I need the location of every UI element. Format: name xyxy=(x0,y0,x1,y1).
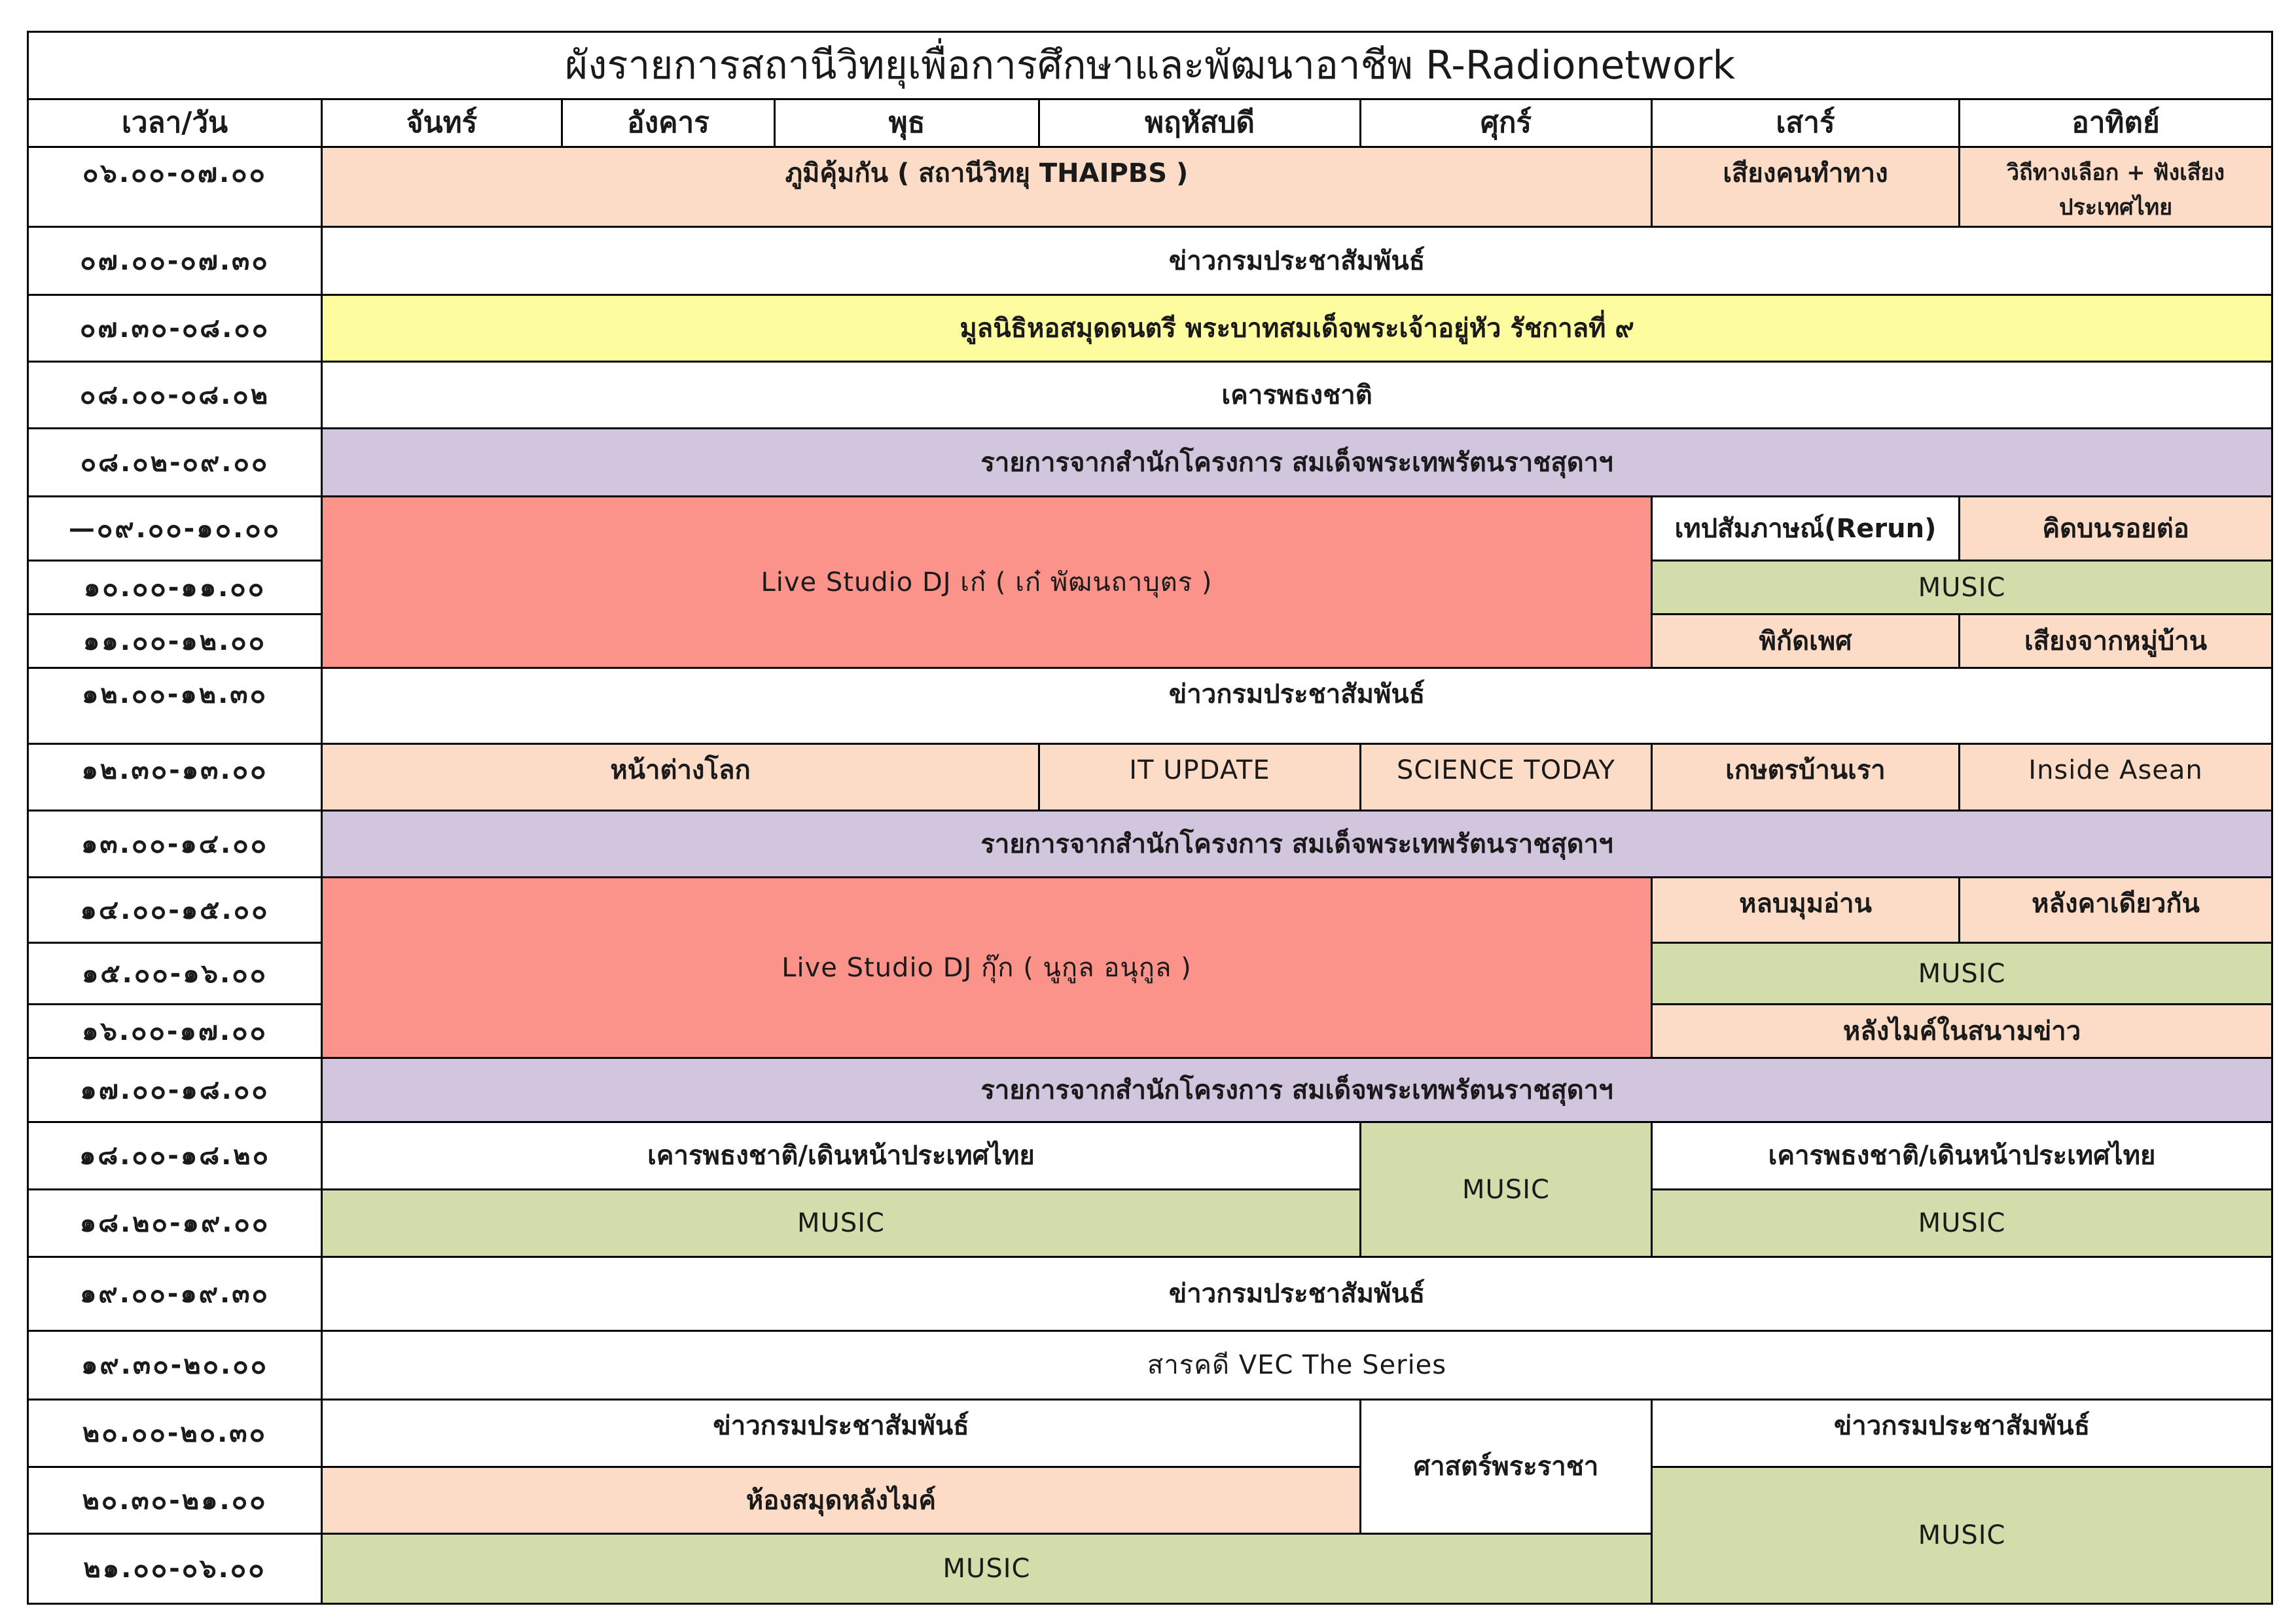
time-slot: ๑๖.๐๐-๑๗.๐๐ xyxy=(27,1003,323,1059)
program-cell: เคารพธงชาติ/เดินหน้าประเทศไทย xyxy=(321,1121,1361,1190)
program-cell: เคารพธงชาติ/เดินหน้าประเทศไทย xyxy=(1650,1121,2274,1190)
program-cell: ศาสตร์พระราชา xyxy=(1359,1399,1653,1535)
program-cell: รายการจากสำนักโครงการ สมเด็จพระเทพรัตนรา… xyxy=(320,427,2274,497)
schedule-row: ๑๘.๒๐-๑๙.๐๐ MUSIC MUSIC xyxy=(27,1188,2274,1258)
program-cell: มูลนิธิหอสมุดดนตรี พระบาทสมเด็จพระเจ้าอย… xyxy=(320,294,2274,363)
program-cell: ข่าวกรมประชาสัมพันธ์ xyxy=(1650,1399,2274,1468)
program-cell: หลบมุมอ่าน xyxy=(1651,876,1960,944)
page-title: ผังรายการสถานีวิทยุเพื่อการศึกษาและพัฒนา… xyxy=(26,31,2274,100)
program-cell: MUSIC xyxy=(1650,942,2274,1005)
program-cell: MUSIC xyxy=(1650,1188,2274,1258)
time-slot: ๑๔.๐๐-๑๕.๐๐ xyxy=(27,876,323,944)
header-thursday: พฤหัสบดี xyxy=(1038,98,1361,148)
time-slot: ๒๐.๐๐-๒๐.๓๐ xyxy=(27,1399,323,1468)
schedule-row: ๑๐.๐๐-๑๑.๐๐ MUSIC xyxy=(27,560,2274,615)
time-slot: ๑๑.๐๐-๑๒.๐๐ xyxy=(27,613,323,669)
time-slot: —๐๙.๐๐-๑๐.๐๐ xyxy=(27,495,323,562)
program-cell: MUSIC xyxy=(1650,560,2274,615)
time-slot: ๑๒.๐๐-๑๒.๓๐ xyxy=(27,667,323,745)
header-wednesday: พุธ xyxy=(774,98,1040,148)
schedule-row: ๑๔.๐๐-๑๕.๐๐ Live Studio DJ กุ๊ก ( นูกูล … xyxy=(27,876,2274,1059)
program-cell: รายการจากสำนักโครงการ สมเด็จพระเทพรัตนรา… xyxy=(320,1057,2274,1123)
time-slot: ๐๘.๐๐-๐๘.๐๒ xyxy=(27,361,323,429)
schedule-row: ๑๓.๐๐-๑๔.๐๐ รายการจากสำนักโครงการ สมเด็จ… xyxy=(27,810,2274,878)
time-slot: ๑๘.๐๐-๑๘.๒๐ xyxy=(27,1121,323,1190)
time-slot: ๑๙.๓๐-๒๐.๐๐ xyxy=(27,1330,323,1400)
program-cell: MUSIC xyxy=(1650,1466,2274,1605)
live-program-cell: Live Studio DJ กุ๊ก ( นูกูล อนุกูล ) xyxy=(321,876,1653,1059)
header-sunday: อาทิตย์ xyxy=(1958,98,2274,148)
program-cell: SCIENCE TODAY xyxy=(1359,743,1653,812)
schedule-row: ๒๐.๐๐-๒๐.๓๐ ข่าวกรมประชาสัมพันธ์ ศาสตร์พ… xyxy=(27,1399,2274,1535)
schedule-row: ๐๗.๐๐-๐๗.๓๐ ข่าวกรมประชาสัมพันธ์ xyxy=(27,226,2274,296)
program-cell: ภูมิคุ้มกัน ( สถานีวิทยุ THAIPBS ) xyxy=(321,146,1653,228)
title-row: ผังรายการสถานีวิทยุเพื่อการศึกษาและพัฒนา… xyxy=(26,31,2274,100)
program-cell: Inside Asean xyxy=(1958,743,2274,812)
time-slot: ๑๒.๓๐-๑๓.๐๐ xyxy=(27,743,323,812)
schedule-row: ๐๘.๐๒-๐๙.๐๐ รายการจากสำนักโครงการ สมเด็จ… xyxy=(27,427,2274,497)
program-cell: หน้าต่างโลก xyxy=(321,743,1040,812)
program-cell: หลังคาเดียวกัน xyxy=(1958,876,2274,944)
program-cell: IT UPDATE xyxy=(1038,743,1361,812)
time-slot: ๐๘.๐๒-๐๙.๐๐ xyxy=(27,427,323,497)
schedule-row: ๑๘.๐๐-๑๘.๒๐ เคารพธงชาติ/เดินหน้าประเทศไท… xyxy=(27,1121,2274,1258)
program-cell: ข่าวกรมประชาสัมพันธ์ xyxy=(320,667,2274,745)
time-slot: ๐๗.๓๐-๐๘.๐๐ xyxy=(27,294,323,363)
program-cell: หลังไมค์ในสนามข่าว xyxy=(1650,1003,2274,1059)
program-cell: วิถีทางเลือก + ฟังเสียงประเทศไทย xyxy=(1958,146,2274,228)
time-slot: ๐๖.๐๐-๐๗.๐๐ xyxy=(27,146,323,228)
program-cell: เทปสัมภาษณ์(Rerun) xyxy=(1651,495,1960,562)
header-monday: จันทร์ xyxy=(321,98,563,148)
time-slot: ๑๓.๐๐-๑๔.๐๐ xyxy=(27,810,323,878)
time-slot: ๑๙.๐๐-๑๙.๓๐ xyxy=(27,1256,323,1332)
schedule-row: —๐๙.๐๐-๑๐.๐๐ Live Studio DJ เก๋ ( เก๋ พั… xyxy=(27,495,2274,669)
schedule-row: ๑๒.๓๐-๑๓.๐๐ หน้าต่างโลก IT UPDATE SCIENC… xyxy=(27,743,2274,812)
time-slot: ๑๗.๐๐-๑๘.๐๐ xyxy=(27,1057,323,1123)
schedule-row: ๒๑.๐๐-๐๖.๐๐ MUSIC xyxy=(27,1533,2272,1605)
time-slot: ๑๕.๐๐-๑๖.๐๐ xyxy=(27,942,323,1005)
live-program-cell: Live Studio DJ เก๋ ( เก๋ พัฒนถาบุตร ) xyxy=(321,495,1653,669)
schedule-row: ๒๐.๓๐-๒๑.๐๐ ห้องสมุดหลังไมค์ MUSIC xyxy=(27,1466,2274,1605)
program-cell: รายการจากสำนักโครงการ สมเด็จพระเทพรัตนรา… xyxy=(320,810,2274,878)
program-cell: เสียงจากหมู่บ้าน xyxy=(1958,613,2274,669)
time-slot: ๑๘.๒๐-๑๙.๐๐ xyxy=(27,1188,323,1258)
program-cell: ข่าวกรมประชาสัมพันธ์ xyxy=(320,1256,2274,1332)
time-slot: ๐๗.๐๐-๐๗.๓๐ xyxy=(27,226,323,296)
program-cell: เกษตรบ้านเรา xyxy=(1651,743,1960,812)
schedule-row: ๐๖.๐๐-๐๗.๐๐ ภูมิคุ้มกัน ( สถานีวิทยุ THA… xyxy=(27,146,2274,228)
time-slot: ๑๐.๐๐-๑๑.๐๐ xyxy=(27,560,323,615)
schedule-row: ๑๙.๓๐-๒๐.๐๐ สารคดี VEC The Series xyxy=(27,1330,2274,1400)
schedule-table: ผังรายการสถานีวิทยุเพื่อการศึกษาและพัฒนา… xyxy=(26,31,2274,1605)
header-friday: ศุกร์ xyxy=(1359,98,1653,148)
schedule-row: ๐๗.๓๐-๐๘.๐๐ มูลนิธิหอสมุดดนตรี พระบาทสมเ… xyxy=(27,294,2274,363)
header-row: เวลา/วัน จันทร์ อังคาร พุธ พฤหัสบดี ศุกร… xyxy=(27,98,2274,148)
schedule-row: ๑๑.๐๐-๑๒.๐๐ พิกัดเพศ เสียงจากหมู่บ้าน xyxy=(27,613,2274,669)
schedule-row: ๑๖.๐๐-๑๗.๐๐ หลังไมค์ในสนามข่าว xyxy=(27,1003,2274,1059)
header-saturday: เสาร์ xyxy=(1651,98,1960,148)
time-slot: ๒๐.๓๐-๒๑.๐๐ xyxy=(27,1466,323,1535)
schedule-row: ๑๒.๐๐-๑๒.๓๐ ข่าวกรมประชาสัมพันธ์ xyxy=(27,667,2274,745)
program-cell: MUSIC xyxy=(1359,1121,1653,1258)
header-tuesday: อังคาร xyxy=(561,98,776,148)
header-time: เวลา/วัน xyxy=(27,98,323,148)
schedule-row: ๑๙.๐๐-๑๙.๓๐ ข่าวกรมประชาสัมพันธ์ xyxy=(27,1256,2274,1332)
program-cell: MUSIC xyxy=(321,1533,1653,1605)
program-cell: คิดบนรอยต่อ xyxy=(1958,495,2274,562)
program-cell: MUSIC xyxy=(321,1188,1361,1258)
program-cell: ข่าวกรมประชาสัมพันธ์ xyxy=(321,1399,1361,1468)
schedule-row: ๐๘.๐๐-๐๘.๐๒ เคารพธงชาติ xyxy=(27,361,2274,429)
program-cell: ข่าวกรมประชาสัมพันธ์ xyxy=(320,226,2274,296)
program-cell: สารคดี VEC The Series xyxy=(320,1330,2274,1400)
schedule-row: ๑๗.๐๐-๑๘.๐๐ รายการจากสำนักโครงการ สมเด็จ… xyxy=(27,1057,2274,1123)
program-cell: ห้องสมุดหลังไมค์ xyxy=(321,1466,1361,1535)
schedule-row: ๑๕.๐๐-๑๖.๐๐ MUSIC xyxy=(27,942,2274,1005)
program-cell: พิกัดเพศ xyxy=(1651,613,1960,669)
program-cell: เคารพธงชาติ xyxy=(320,361,2274,429)
time-slot: ๒๑.๐๐-๐๖.๐๐ xyxy=(27,1533,323,1605)
program-cell: เสียงคนทำทาง xyxy=(1651,146,1960,228)
